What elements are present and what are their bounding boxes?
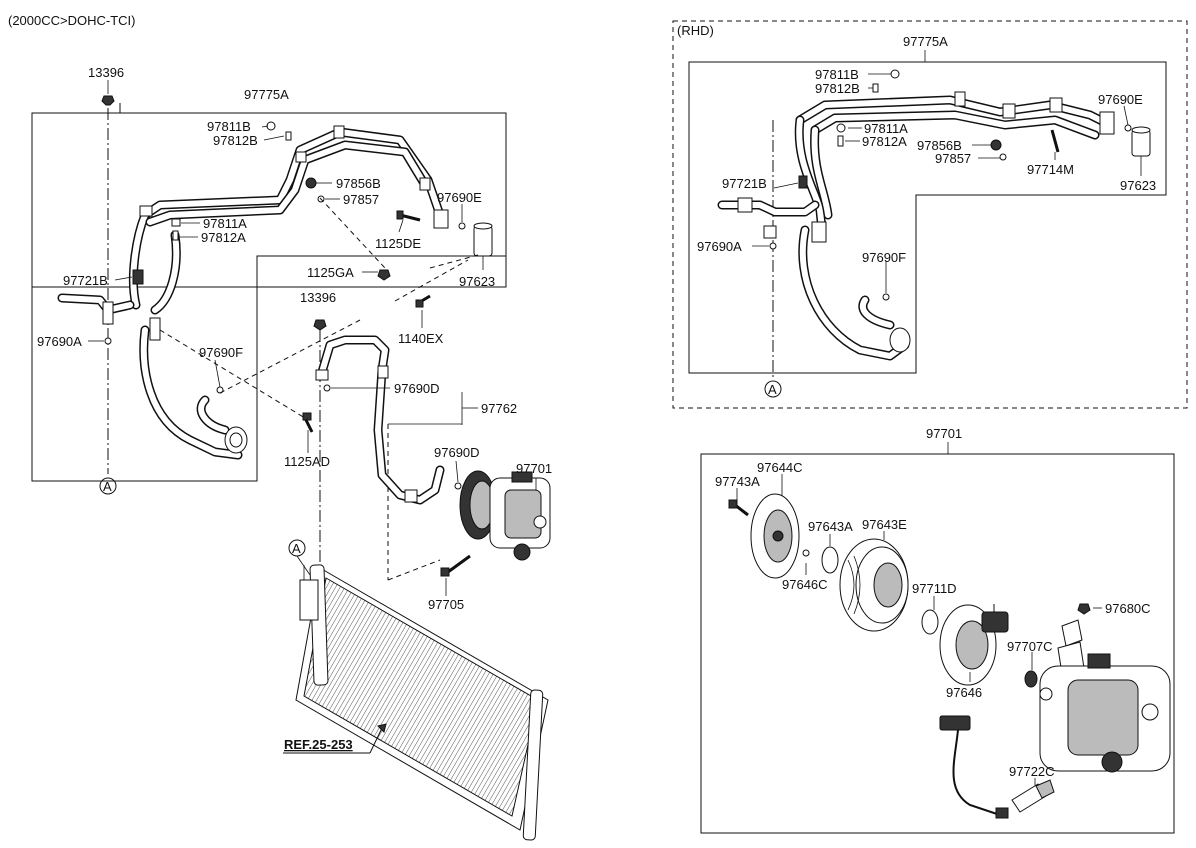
rhd-box xyxy=(688,61,1167,374)
part-label-97856b: 97856B xyxy=(336,176,381,191)
snap-ring-icon xyxy=(821,546,839,574)
comp-part-label-97644c: 97644C xyxy=(757,460,803,475)
rhd-part-label-97690a: 97690A xyxy=(697,239,742,254)
part-label-97701: 97701 xyxy=(516,461,552,476)
wire-harness-icon xyxy=(939,715,1009,819)
rhd-part-label-97623: 97623 xyxy=(1120,178,1156,193)
comp-part-label-97643a: 97643A xyxy=(808,519,853,534)
part-label-97812b: 97812B xyxy=(213,133,258,148)
part-label-97690d-2: 97690D xyxy=(434,445,480,460)
rhd-part-label-97721b: 97721B xyxy=(722,176,767,191)
rhd-part-label-97690f: 97690F xyxy=(862,250,906,265)
valve-97812a xyxy=(172,230,179,241)
rhd-part-label-97811b: 97811B xyxy=(815,67,859,82)
rhd-bolt-97714m-icon xyxy=(1050,129,1060,153)
rhd-part-label-97714m: 97714M xyxy=(1027,162,1074,177)
rhd-part-label-97811a: 97811A xyxy=(864,121,908,136)
pressure-sensor-icon xyxy=(1011,779,1055,813)
bolt-97705-icon xyxy=(440,554,471,577)
pulley-icon xyxy=(839,538,909,632)
bolt-97743a-icon xyxy=(728,499,749,517)
cap-97811b xyxy=(266,121,276,131)
bolt-1140ex-icon xyxy=(415,294,431,308)
part-label-97762: 97762 xyxy=(481,401,517,416)
part-label-13396: 13396 xyxy=(88,65,124,80)
part-label-97811b: 97811B xyxy=(207,119,251,134)
part-label-13396-mid: 13396 xyxy=(300,290,336,305)
bolt-1125de-icon xyxy=(396,210,421,222)
oring-97690e xyxy=(458,222,466,230)
part-label-1125ad: 1125AD xyxy=(284,454,330,469)
compressor-breakdown: 97701 97644C 97743A 97643A 97643E 97646C… xyxy=(700,426,1175,834)
condenser-icon xyxy=(295,564,549,841)
part-label-97623: 97623 xyxy=(459,274,495,289)
rhd-label: (RHD) xyxy=(677,23,714,38)
compressor-box xyxy=(700,453,1175,834)
marker-a-label: A xyxy=(768,382,777,397)
rhd-part-label-97690e: 97690E xyxy=(1098,92,1143,107)
part-label-1140ex: 1140EX xyxy=(398,331,444,346)
part-label-97690d: 97690D xyxy=(394,381,440,396)
part-label-97775a: 97775A xyxy=(244,87,289,102)
snap-ring-97711d-icon xyxy=(921,609,939,635)
bolt-1125ad-icon xyxy=(302,412,314,433)
bolt-1125ga-icon xyxy=(377,269,391,281)
rhd-hose xyxy=(717,95,1115,361)
rhd-assembly: (RHD) xyxy=(672,20,1188,409)
part-label-97705: 97705 xyxy=(428,597,464,612)
rhd-receiver-drier-icon xyxy=(1131,126,1151,157)
ref-label[interactable]: REF.25-253 xyxy=(284,737,353,752)
cap-97856b xyxy=(305,177,317,189)
hose-assembly-box xyxy=(31,112,507,288)
part-label-97690f: 97690F xyxy=(199,345,243,360)
comp-part-label-97711d: 97711D xyxy=(912,581,957,596)
marker-a-label: A xyxy=(103,479,112,494)
left-assembly: 13396 97775A 97811B 97812B 97856B 97857 … xyxy=(31,65,552,841)
part-label-97811a: 97811A xyxy=(203,216,247,231)
marker-a-label: A xyxy=(292,541,301,556)
seal-97707c-icon xyxy=(1024,670,1038,688)
ref-arrow-icon xyxy=(283,723,387,754)
part-label-1125de: 1125DE xyxy=(375,236,421,251)
comp-part-label-97680c: 97680C xyxy=(1105,601,1151,616)
receiver-drier-icon xyxy=(473,222,493,262)
cap-97811a xyxy=(171,218,181,227)
comp-part-label-97722c: 97722C xyxy=(1009,764,1055,779)
rhd-part-label-97775a: 97775A xyxy=(903,34,948,49)
field-coil-icon xyxy=(939,604,1009,686)
rhd-part-label-97857: 97857 xyxy=(935,151,971,166)
compressor-icon xyxy=(459,470,551,561)
comp-part-label-97643e: 97643E xyxy=(862,517,907,532)
bracket-icon xyxy=(1057,603,1091,675)
part-label-97690e: 97690E xyxy=(437,190,482,205)
nut-13396-icon xyxy=(313,319,327,331)
part-label-1125ga: 1125GA xyxy=(307,265,354,280)
comp-part-label-97701: 97701 xyxy=(926,426,962,441)
comp-part-label-97646: 97646 xyxy=(946,685,982,700)
compressor-body-icon xyxy=(1039,653,1171,773)
valve-97812b xyxy=(285,131,292,141)
clutch-plate-icon xyxy=(750,493,800,579)
marker-a-circle xyxy=(99,477,117,495)
part-label-97812a: 97812A xyxy=(201,230,246,245)
discharge-hose xyxy=(315,335,445,505)
shim-icon xyxy=(802,549,810,557)
rhd-part-label-97812a: 97812A xyxy=(862,134,907,149)
rhd-dashed-frame xyxy=(672,20,1188,409)
rhd-part-label-97856b: 97856B xyxy=(917,138,962,153)
part-label-97690a: 97690A xyxy=(37,334,82,349)
nut-icon xyxy=(101,95,115,106)
comp-part-label-97707c: 97707C xyxy=(1007,639,1053,654)
marker-a-circle xyxy=(764,380,782,398)
rhd-part-label-97812b: 97812B xyxy=(815,81,860,96)
hose-assembly-box-lower xyxy=(31,255,506,482)
part-label-97857: 97857 xyxy=(343,192,379,207)
oring-97690a xyxy=(104,337,112,345)
sensor-97721b xyxy=(132,269,144,285)
part-label-97721b: 97721B xyxy=(63,273,108,288)
comp-part-label-97743a: 97743A xyxy=(715,474,760,489)
comp-part-label-97646c: 97646C xyxy=(782,577,828,592)
engine-label: (2000CC>DOHC-TCI) xyxy=(8,13,136,28)
